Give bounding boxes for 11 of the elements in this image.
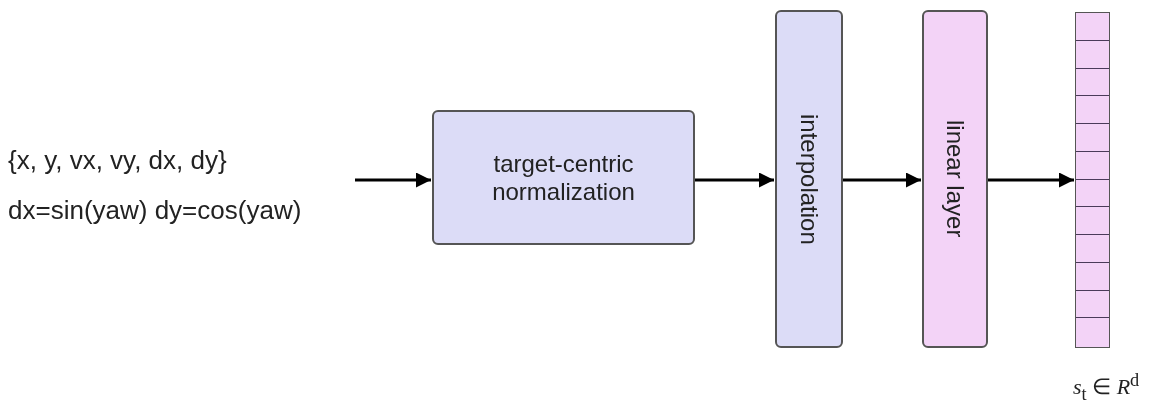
variable-set: {x, y, vx, vy, dx, dy} [8, 145, 227, 176]
vector-label: s$_{t}$ ∈ R$^{d}$ [1073, 370, 1140, 405]
process-box: linear layer [922, 10, 988, 348]
arrow [695, 172, 774, 188]
process-box: interpolation [775, 10, 843, 348]
vector-bar [1075, 12, 1110, 348]
arrow [988, 172, 1074, 188]
process-box: target-centric normalization [432, 110, 695, 245]
formula-text: dx=sin(yaw) dy=cos(yaw) [8, 195, 302, 226]
arrow [843, 172, 921, 188]
arrow [355, 172, 431, 188]
